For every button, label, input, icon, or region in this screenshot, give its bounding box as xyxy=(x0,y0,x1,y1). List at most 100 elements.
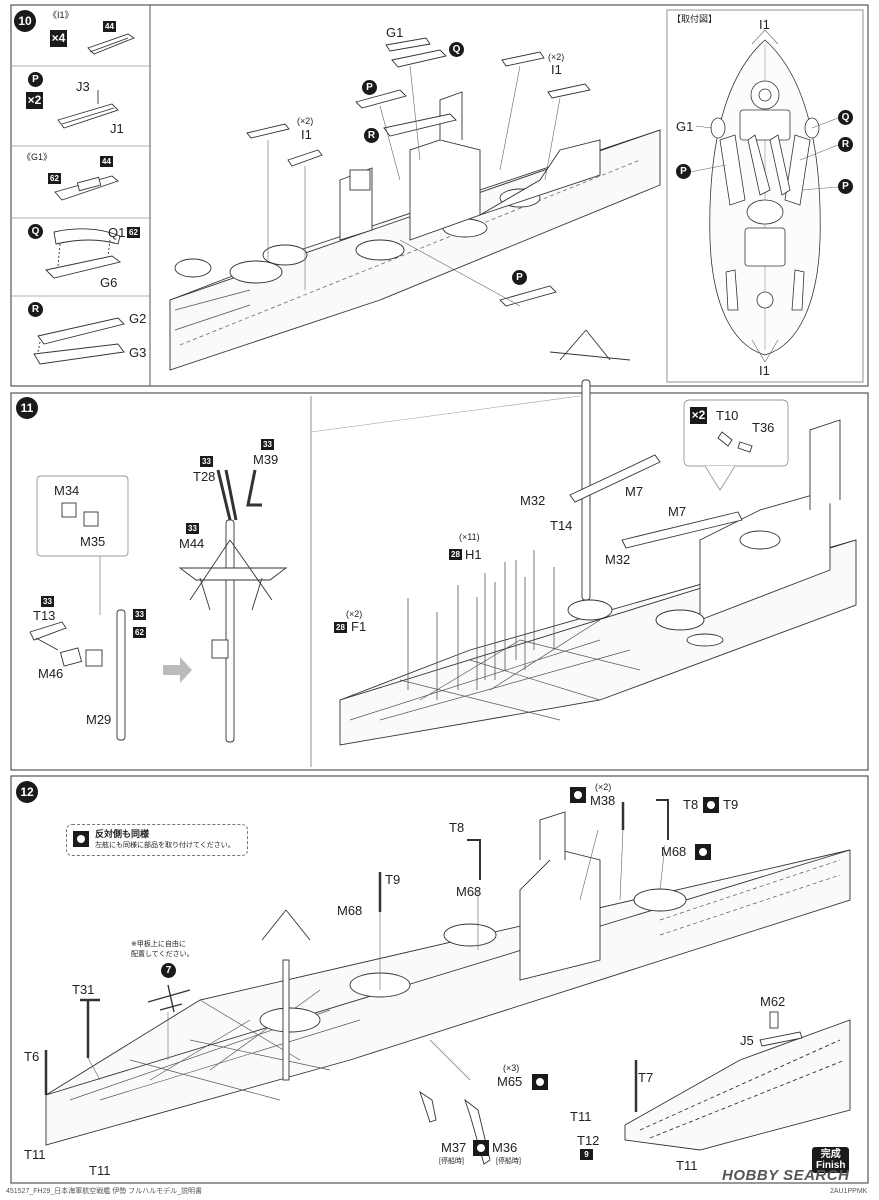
h1-badge: 28 xyxy=(449,549,462,560)
label-t31: T31 xyxy=(72,982,95,997)
label-t13: T13 xyxy=(33,608,56,623)
footer-doc-id: 451527_FH29_日本海軍航空戦艦 伊勢 フルハルモデル_説明書 xyxy=(6,1188,203,1195)
finish-badge: 完成 Finish xyxy=(812,1147,850,1173)
m29-badge-62: 62 xyxy=(133,627,146,638)
other-side-note: 反対側も同様 左舷にも同様に部品を取り付けてください。 xyxy=(66,824,248,856)
label-t11-c: T11 xyxy=(570,1109,592,1124)
label-t8-center: T8 xyxy=(449,820,465,835)
p-multiplier: ×2 xyxy=(26,92,43,109)
label-t36: T36 xyxy=(752,420,775,435)
m29-badge-33: 33 xyxy=(133,609,146,620)
label-t8-right: T8 xyxy=(683,797,699,812)
other-side-note-text: 左舷にも同様に部品を取り付けてください。 xyxy=(95,842,235,849)
label-t11-b: T11 xyxy=(89,1163,111,1178)
hobby-search-watermark: HOBBY SEARCH xyxy=(722,1167,850,1184)
marker-r-panel: R xyxy=(28,302,43,317)
main-marker-p-bottom: P xyxy=(512,270,527,285)
i1-left-mult: (×2) xyxy=(297,116,314,126)
label-m34: M34 xyxy=(54,483,80,498)
main-label-i1-left: I1 xyxy=(301,127,312,142)
main-marker-r: R xyxy=(364,128,379,143)
label-t10: T10 xyxy=(716,408,739,423)
f1-badge: 28 xyxy=(334,622,347,633)
finish-en: Finish xyxy=(816,1160,846,1171)
main-marker-q: Q xyxy=(449,42,464,57)
ref-view-title: 【取付図】 xyxy=(672,14,718,24)
label-t9-left: T9 xyxy=(385,872,401,887)
step11-frame xyxy=(10,392,869,771)
ref-marker-p-left: P xyxy=(676,164,691,179)
m65-mult: (×3) xyxy=(503,1063,520,1073)
label-t28: T28 xyxy=(193,469,216,484)
m38-paint-icon xyxy=(570,787,586,803)
h1-mult: (×11) xyxy=(459,532,480,542)
m68-paint-icon xyxy=(695,844,711,860)
label-t9-right: T9 xyxy=(723,797,739,812)
main-label-i1-right: I1 xyxy=(551,62,562,77)
label-m68-center: M68 xyxy=(456,884,482,899)
label-m7-upper: M7 xyxy=(625,484,644,499)
m44-badge: 33 xyxy=(186,523,199,534)
deck-note-line1: ※甲板上に自由に xyxy=(131,941,186,948)
label-m62: M62 xyxy=(760,994,786,1009)
ref-label-i1-top: I1 xyxy=(759,17,770,32)
label-m35: M35 xyxy=(80,534,106,549)
ref-marker-r: R xyxy=(838,137,853,152)
i1-color-badge: 44 xyxy=(103,21,116,32)
label-j5: J5 xyxy=(740,1033,754,1048)
marker-7: 7 xyxy=(161,963,176,978)
moored-right: [停船時] xyxy=(496,1158,521,1165)
deck-note-line2: 配置してください。 xyxy=(131,951,194,958)
step-12-number: 12 xyxy=(16,781,38,803)
main-label-g1: G1 xyxy=(386,25,404,40)
marker-p-panel: P xyxy=(28,72,43,87)
ref-label-i1-bottom: I1 xyxy=(759,363,770,378)
marker-q-panel: Q xyxy=(28,224,43,239)
label-m37: M37 xyxy=(441,1140,467,1155)
label-h1: H1 xyxy=(465,547,482,562)
ref-view-frame xyxy=(666,9,864,383)
label-j1: J1 xyxy=(110,121,124,136)
label-m68-right: M68 xyxy=(661,844,687,859)
label-t11-a: T11 xyxy=(24,1147,46,1162)
label-m39: M39 xyxy=(253,452,279,467)
other-side-note-title: 反対側も同様 xyxy=(95,829,150,839)
label-m65: M65 xyxy=(497,1074,523,1089)
q1-badge: 62 xyxy=(127,227,140,238)
label-g3: G3 xyxy=(129,345,147,360)
t9-paint-icon xyxy=(703,797,719,813)
label-t7: T7 xyxy=(638,1070,654,1085)
label-m68-left: M68 xyxy=(337,903,363,918)
m39-badge: 33 xyxy=(261,439,274,450)
t10-multiplier: ×2 xyxy=(690,407,707,424)
paint-icon xyxy=(73,831,89,847)
m65-paint-icon xyxy=(532,1074,548,1090)
label-m44: M44 xyxy=(179,536,205,551)
label-t12: T12 xyxy=(577,1133,600,1148)
label-g6: G6 xyxy=(100,275,118,290)
ref-marker-p-right: P xyxy=(838,179,853,194)
i1-title: 《I1》 xyxy=(48,10,74,20)
g1-badge-62: 62 xyxy=(48,173,61,184)
step-10-number: 10 xyxy=(14,10,36,32)
finish-jp: 完成 xyxy=(820,1149,841,1160)
i1-multiplier: ×4 xyxy=(50,30,67,47)
step10-frame xyxy=(10,4,869,387)
footer-code: 2AU1PPMK xyxy=(830,1188,868,1195)
label-m32-lower: M32 xyxy=(605,552,631,567)
f1-mult: (×2) xyxy=(346,609,363,619)
label-q1: Q1 xyxy=(108,225,126,240)
label-j3: J3 xyxy=(76,79,90,94)
label-t11-d: T11 xyxy=(676,1158,698,1173)
ref-label-g1: G1 xyxy=(676,119,694,134)
m37-paint-icon xyxy=(473,1140,489,1156)
label-m29: M29 xyxy=(86,712,112,727)
label-f1: F1 xyxy=(351,619,367,634)
t13-badge: 33 xyxy=(41,596,54,607)
m38-mult: (×2) xyxy=(595,782,612,792)
g1-badge-44: 44 xyxy=(100,156,113,167)
step-11-number: 11 xyxy=(16,397,38,419)
label-m36: M36 xyxy=(492,1140,518,1155)
